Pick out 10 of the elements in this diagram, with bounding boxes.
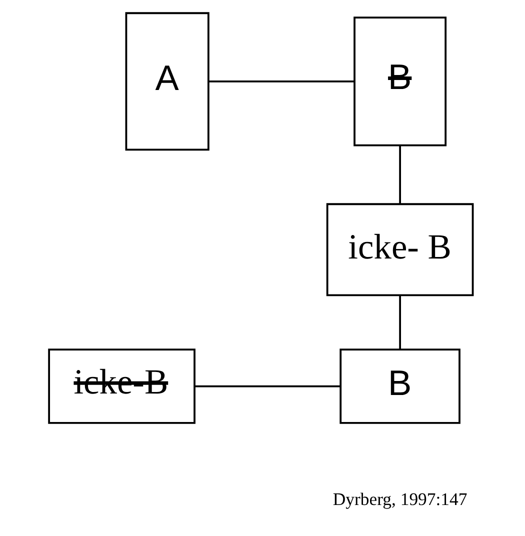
node-box: A <box>125 12 210 151</box>
connector <box>208 80 354 82</box>
connector <box>399 296 401 350</box>
node-box: icke- B <box>326 203 474 296</box>
connector <box>399 146 401 204</box>
node-box: B <box>340 348 460 424</box>
connector <box>194 385 340 388</box>
node-box: icke-B <box>48 348 196 424</box>
node-box: B <box>354 16 447 146</box>
label: Dyrberg, 1997:147 <box>332 488 468 509</box>
